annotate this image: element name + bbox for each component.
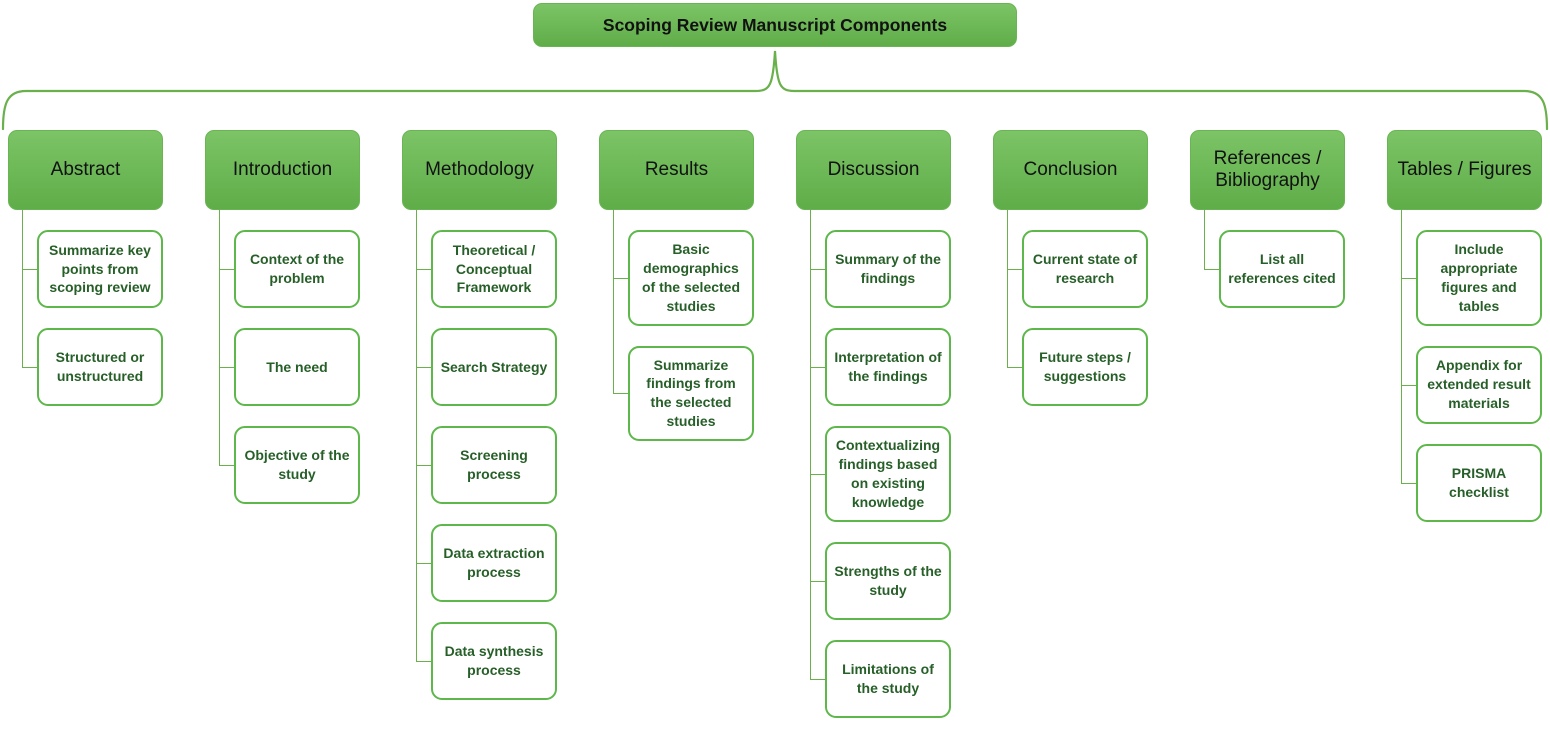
branch-node: Conclusion — [993, 130, 1148, 210]
branch-node-label: Methodology — [425, 159, 534, 181]
child-node: Data synthesis process — [416, 622, 557, 700]
child-node-label: Data synthesis process — [444, 643, 544, 678]
branch-node: References / Bibliography — [1190, 130, 1345, 210]
child-node-label: Strengths of the study — [834, 562, 942, 598]
branch-column: Results Basic demographics of the select… — [599, 130, 754, 442]
child-node-label: PRISMA checklist — [1449, 464, 1509, 500]
child-node: Theoretical / Conceptual Framework — [416, 230, 557, 308]
child-node: PRISMA checklist — [1401, 443, 1542, 522]
child-node: Summarize key points from scoping review — [22, 230, 163, 308]
branch-vline — [613, 210, 614, 394]
child-node-label: Screening process — [460, 447, 528, 482]
branch-node: Tables / Figures — [1387, 130, 1542, 210]
child-node: The need — [219, 328, 360, 406]
child-node-label: Current state of research — [1032, 251, 1138, 286]
branch-vline — [810, 210, 811, 679]
child-node-label: Theoretical / Conceptual Framework — [452, 241, 536, 296]
branch-vline — [416, 210, 417, 661]
child-node: Current state of research — [1007, 230, 1148, 308]
branch-column: Tables / Figures Include appropriate fig… — [1387, 130, 1542, 522]
branch-children: Summarize key points from scoping review… — [8, 230, 163, 406]
child-node: List all references cited — [1204, 230, 1345, 308]
child-node: Screening process — [416, 426, 557, 504]
child-node-label: Structured or unstructured — [55, 349, 145, 384]
branch-node-label: Introduction — [232, 159, 333, 181]
child-node: Limitations of the study — [810, 639, 951, 718]
child-node-label: Limitations of the study — [842, 660, 934, 696]
child-node-label: Context of the problem — [249, 251, 345, 286]
branch-node-label: References / Bibliography — [1213, 148, 1322, 191]
child-node-label: Summary of the findings — [835, 251, 941, 286]
child-node-label: List all references cited — [1228, 251, 1336, 286]
root-node: Scoping Review Manuscript Components — [533, 3, 1017, 47]
child-node: Data extraction process — [416, 524, 557, 602]
child-node-label: Data extraction process — [443, 545, 545, 580]
branch-column: Abstract Summarize key points from scopi… — [8, 130, 163, 406]
child-node: Basic demographics of the selected studi… — [613, 230, 754, 326]
child-node: Objective of the study — [219, 426, 360, 504]
branch-vline — [1007, 210, 1008, 367]
child-node: Summary of the findings — [810, 230, 951, 308]
branch-children: Basic demographics of the selected studi… — [599, 230, 754, 442]
branch-node: Introduction — [205, 130, 360, 210]
branch-vline — [219, 210, 220, 465]
branch-vline — [1204, 210, 1205, 269]
child-node-label: Appendix for extended result materials — [1427, 357, 1531, 411]
brace-path — [1, 50, 1549, 131]
branch-vline — [22, 210, 23, 367]
branch-node-label: Tables / Figures — [1397, 159, 1532, 181]
branch-vline — [1401, 210, 1402, 483]
child-node: Strengths of the study — [810, 541, 951, 620]
child-node-label: Basic demographics of the selected studi… — [641, 241, 741, 314]
branch-node-label: Abstract — [50, 159, 121, 181]
child-node: Context of the problem — [219, 230, 360, 308]
child-node-label: Include appropriate figures and tables — [1440, 241, 1518, 314]
child-node-label: Search Strategy — [440, 358, 548, 375]
branch-node-label: Conclusion — [1023, 159, 1118, 181]
child-node: Interpretation of the findings — [810, 328, 951, 406]
branch-node-label: Results — [644, 159, 709, 181]
branch-columns: Abstract Summarize key points from scopi… — [8, 130, 1542, 718]
child-node: Summarize findings from the selected stu… — [613, 345, 754, 442]
child-node: Future steps / suggestions — [1007, 328, 1148, 406]
branch-node: Abstract — [8, 130, 163, 210]
branch-column: Methodology Theoretical / Conceptual Fra… — [402, 130, 557, 700]
root-node-label: Scoping Review Manuscript Components — [602, 14, 948, 35]
branch-node: Methodology — [402, 130, 557, 210]
branch-column: References / Bibliography List all refer… — [1190, 130, 1345, 308]
child-node-label: Summarize findings from the selected stu… — [646, 356, 736, 430]
child-node-label: Objective of the study — [244, 447, 350, 482]
branch-node: Results — [599, 130, 754, 210]
child-node: Structured or unstructured — [22, 328, 163, 406]
branch-node-label: Discussion — [827, 159, 920, 181]
branch-children: List all references cited — [1190, 230, 1345, 308]
child-node: Contextualizing findings based on existi… — [810, 426, 951, 522]
child-node: Search Strategy — [416, 328, 557, 406]
branch-node: Discussion — [796, 130, 951, 210]
child-node-label: Future steps / suggestions — [1039, 349, 1131, 384]
child-node: Appendix for extended result materials — [1401, 345, 1542, 424]
child-node-label: Interpretation of the findings — [834, 349, 942, 384]
child-node-label: Summarize key points from scoping review — [49, 241, 151, 296]
child-node: Include appropriate figures and tables — [1401, 230, 1542, 326]
child-node-label: The need — [266, 358, 328, 375]
child-node-label: Contextualizing findings based on existi… — [835, 437, 941, 510]
